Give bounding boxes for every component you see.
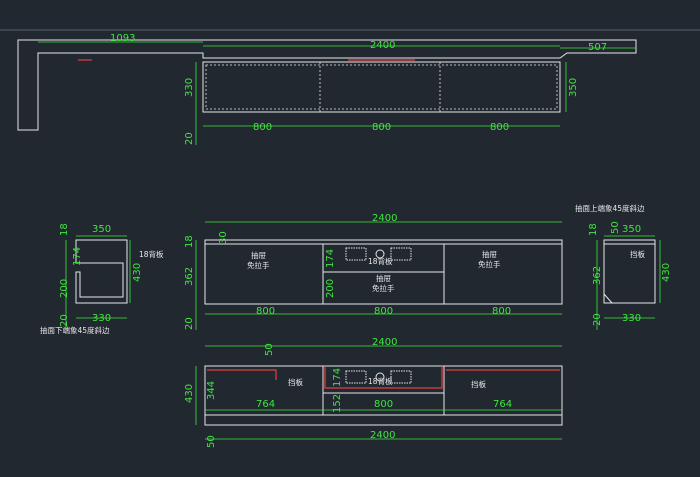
dim-200-left: 200 [59,279,70,298]
side-left-outline [75,239,128,304]
dim-330-right: 330 [622,313,641,324]
label-drawer-3: 抽屉 [482,249,497,259]
dim-800-top-2: 800 [372,122,391,133]
dim-1093: 1093 [110,33,135,44]
front-view: 2400 18 362 20 30 174 200 800 800 800 抽屉… [184,213,563,330]
dim-20-left: 20 [59,314,70,327]
dim-174-front: 174 [325,249,336,268]
dim-330-top: 330 [184,78,195,97]
note-bevel-bottom: 抽面下端象45度斜边 [40,325,110,335]
label-back-panel-front: 18背板 [368,256,393,266]
dim-174-left: 174 [72,247,83,266]
dim-430-right: 430 [661,263,672,282]
dim-2400-top: 2400 [370,40,395,51]
dim-344-bottom: 344 [206,381,217,400]
wall-cabinet-outline [202,61,561,113]
bottom-outline [204,365,563,426]
dim-2400-front: 2400 [372,213,397,224]
dim-362-front: 362 [184,267,195,286]
dim-30-front: 30 [218,231,229,244]
side-right-outline [603,239,656,304]
dim-350-right: 350 [622,224,641,235]
counter-outline [17,39,637,131]
dim-2400-bottom-top: 2400 [372,337,397,348]
side-view-left: 350 18 174 200 20 430 330 18背板 抽面下端象45度斜… [40,223,164,335]
wall-cabinet-inner [205,64,558,110]
dim-800-top-3: 800 [490,122,509,133]
dim-18-left: 18 [59,223,70,236]
dim-800-front-1: 800 [256,306,275,317]
top-view: 1093 2400 507 330 350 20 800 800 800 [17,33,637,145]
dim-430-bottom: 430 [184,384,195,403]
dim-50-bottom: 50 [264,343,275,356]
front-outline [204,239,563,305]
dim-18-front: 18 [184,235,195,248]
side-view-right: 50 350 18 430 362 20 330 挡板 抽面上端象45度斜边 [575,203,672,330]
label-handleless-2: 免拉手 [372,283,395,293]
dim-800-top-1: 800 [253,122,272,133]
dim-507: 507 [588,42,607,53]
dim-18-right: 18 [588,223,599,236]
label-back-panel-bottom: 18背板 [368,376,393,386]
label-handleless-3: 免拉手 [478,259,501,269]
dim-20-top: 20 [184,132,195,145]
dim-350-top: 350 [568,78,579,97]
label-baffle-bottom-1: 挡板 [288,377,303,387]
dim-430-left: 430 [132,263,143,282]
label-back-panel-left: 18背板 [139,249,164,259]
dim-50-right: 50 [610,221,621,234]
label-handleless-1: 免拉手 [247,260,270,270]
dim-20-right: 20 [592,313,603,326]
label-drawer-2: 抽屉 [376,273,391,283]
dim-200-front: 200 [325,279,336,298]
label-baffle-bottom-2: 挡板 [471,379,486,389]
dim-362-right: 362 [592,266,603,285]
dim-330-left: 330 [92,313,111,324]
dim-50-bottom-lower: 50 [206,435,217,448]
bottom-view: 2400 50 430 344 174 152 764 800 764 2400… [184,337,563,448]
dim-2400-bottom: 2400 [370,430,395,441]
dim-350-left: 350 [92,224,111,235]
dim-800-bottom: 800 [374,399,393,410]
dim-174-bottom: 174 [332,368,343,387]
label-drawer-1: 抽屉 [251,250,266,260]
label-baffle-right: 挡板 [630,249,645,259]
dim-800-front-3: 800 [492,306,511,317]
note-bevel-top: 抽面上端象45度斜边 [575,203,645,213]
dim-152-bottom: 152 [332,394,343,413]
dim-20-front: 20 [184,317,195,330]
dim-764-bottom-1: 764 [256,399,275,410]
dim-800-front-2: 800 [374,306,393,317]
dim-764-bottom-2: 764 [493,399,512,410]
